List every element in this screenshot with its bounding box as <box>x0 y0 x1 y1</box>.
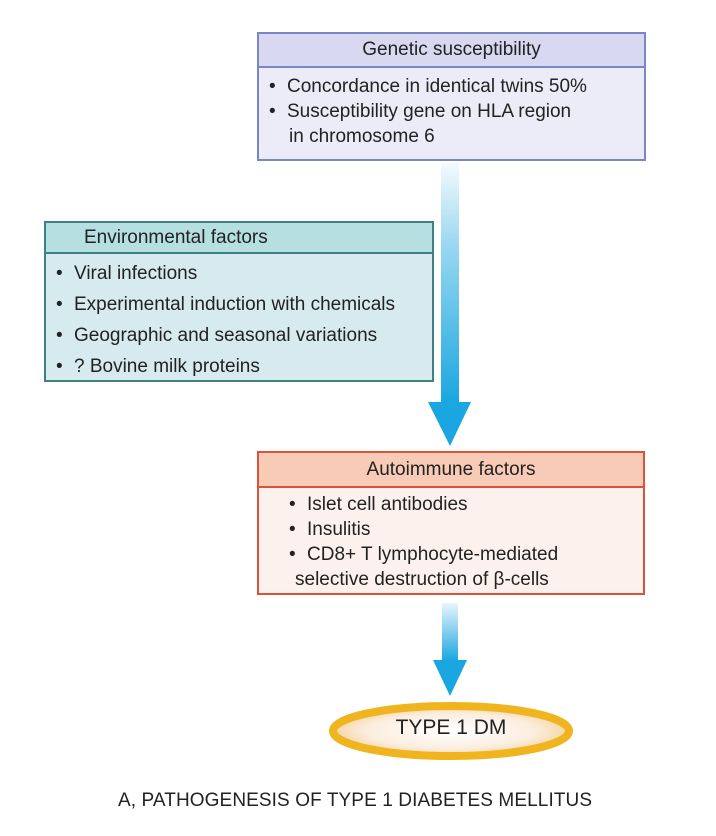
box-title: Autoimmune factors <box>259 453 643 488</box>
bullet-icon: • <box>56 356 63 377</box>
bullet-icon: • <box>56 294 63 315</box>
box-title: Genetic susceptibility <box>259 34 644 68</box>
bullet-icon: • <box>289 494 296 515</box>
list-item: • Viral infections <box>56 258 432 289</box>
figure-caption: A, PATHOGENESIS OF TYPE 1 DIABETES MELLI… <box>118 790 593 811</box>
bullet-icon: • <box>56 325 63 346</box>
bullet-icon: • <box>269 76 276 97</box>
outcome-ellipse <box>329 702 573 760</box>
outcome-label: TYPE 1 DM <box>395 716 507 739</box>
environmental-factor-list: • Viral infections • Experimental induct… <box>46 254 432 382</box>
bullet-icon: • <box>289 544 296 565</box>
list-item: • ? Bovine milk proteins <box>56 351 432 382</box>
list-item: • Insulitis <box>289 519 371 540</box>
arrow-autoimmune-to-outcome <box>433 603 467 696</box>
bullet-icon: • <box>269 101 276 122</box>
genetic-susceptibility-box: Genetic susceptibility • Concordance in … <box>257 32 646 161</box>
list-item: • Geographic and seasonal variations <box>56 320 432 351</box>
list-item: • Susceptibility gene on HLA region <box>269 101 572 122</box>
box-title: Environmental factors <box>46 223 432 254</box>
environmental-factors-box: Environmental factors • Viral infections… <box>44 221 434 382</box>
list-item: • CD8+ T lymphocyte-mediated <box>289 544 559 565</box>
list-item: • Experimental induction with chemicals <box>56 289 432 320</box>
arrow-genetic-to-autoimmune <box>428 163 471 446</box>
genetic-factor-list: • Concordance in identical twins 50% • S… <box>259 68 644 149</box>
autoimmune-factor-list: • Islet cell antibodies • Insulitis • CD… <box>259 488 643 592</box>
list-item-continuation: selective destruction of β-cells <box>295 569 549 590</box>
autoimmune-factors-box: Autoimmune factors • Islet cell antibodi… <box>257 451 645 595</box>
list-item: • Concordance in identical twins 50% <box>269 76 587 97</box>
list-item-continuation: in chromosome 6 <box>289 126 435 147</box>
bullet-icon: • <box>289 519 296 540</box>
bullet-icon: • <box>56 263 63 284</box>
list-item: • Islet cell antibodies <box>289 494 468 515</box>
